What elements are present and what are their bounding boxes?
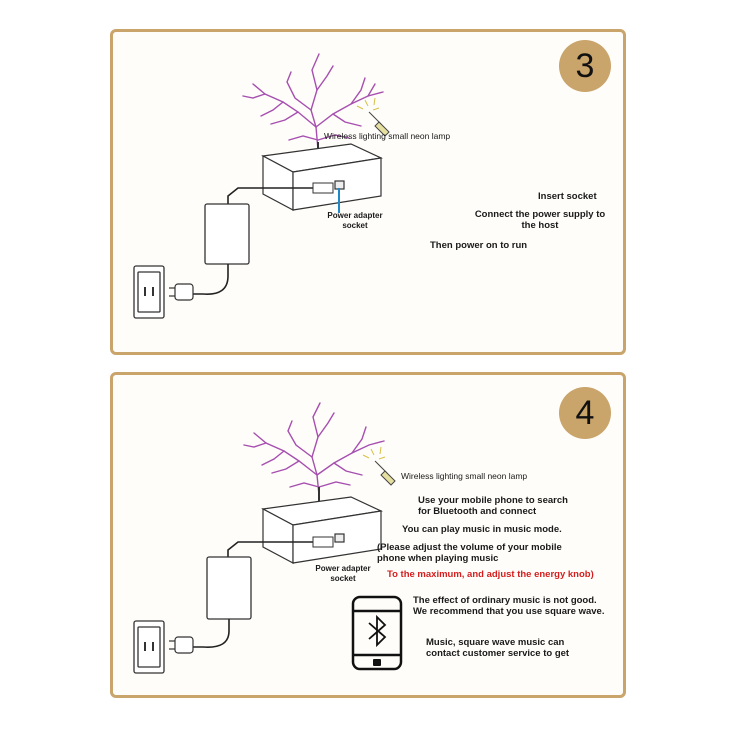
plug-icon	[169, 283, 194, 301]
step-4-illustration	[133, 402, 403, 674]
plug-icon	[169, 636, 194, 654]
bluetooth-phone-icon	[351, 595, 403, 671]
step-3-illustration	[133, 53, 390, 319]
bluetooth-search-text: Use your mobile phone to search for Blue…	[418, 495, 568, 517]
power-outlet-icon	[133, 620, 165, 674]
host-box	[261, 496, 384, 564]
step-badge: 4	[559, 387, 611, 439]
square-wave-recommendation: The effect of ordinary music is not good…	[413, 595, 605, 617]
host-box	[261, 143, 384, 211]
adapter-socket-label: Power adapter socket	[327, 211, 383, 230]
power-adapter-icon	[204, 203, 250, 265]
step-badge: 3	[559, 40, 611, 92]
energy-knob-warning: To the maximum, and adjust the energy kn…	[387, 569, 594, 580]
tesla-coil-arc-icon	[242, 53, 384, 151]
neon-lamp-icon	[362, 446, 396, 486]
power-on-text: Then power on to run	[430, 240, 528, 251]
step-4-panel: 4	[110, 372, 626, 698]
lamp-label: Wireless lighting small neon lamp	[401, 471, 528, 481]
step-3-panel: 3	[110, 29, 626, 355]
power-outlet-icon	[133, 265, 165, 319]
lamp-label: Wireless lighting small neon lamp	[324, 131, 451, 141]
neon-lamp-icon	[356, 97, 390, 137]
power-adapter-icon	[206, 556, 252, 620]
adapter-socket-label: Power adapter socket	[315, 564, 371, 583]
music-mode-text: You can play music in music mode.	[402, 524, 562, 535]
contact-service-text: Music, square wave music can contact cus…	[426, 637, 570, 659]
tesla-coil-arc-icon	[243, 402, 385, 496]
volume-adjust-text: (Please adjust the volume of your mobile…	[377, 542, 562, 564]
connect-text: Connect the power supply to the host	[474, 209, 606, 231]
insert-socket-text: Insert socket	[538, 191, 597, 202]
